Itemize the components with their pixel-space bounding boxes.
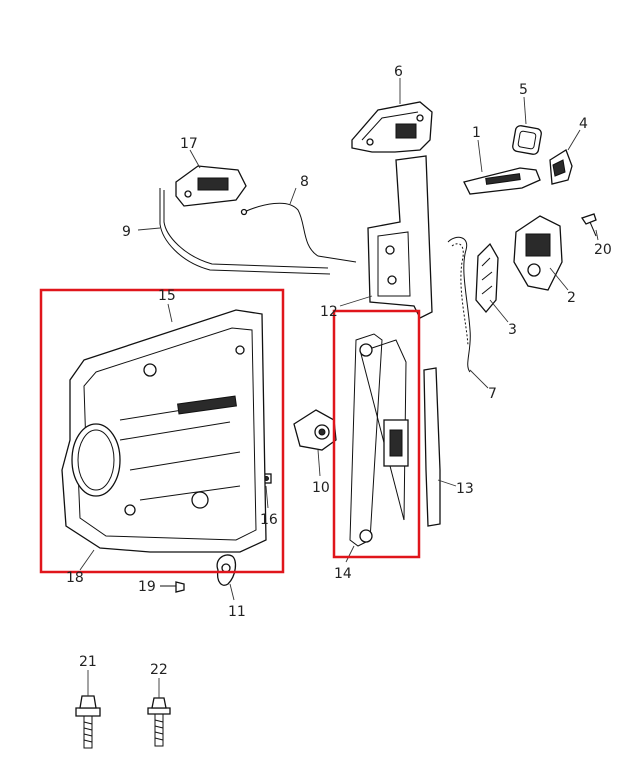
callout-11: 11	[228, 604, 246, 620]
callout-14: 14	[334, 566, 352, 582]
part-11-retainer-clip	[216, 554, 237, 586]
callout-13: 13	[456, 481, 474, 497]
callout-20: 20	[594, 242, 612, 258]
part-13-glass-run-channel	[423, 367, 441, 527]
callout-6: 6	[394, 64, 403, 80]
part-6-latch-housing	[351, 101, 433, 153]
callout-15: 15	[158, 288, 176, 304]
highlight-box-part-14	[332, 309, 421, 559]
callout-5: 5	[519, 82, 528, 98]
part-22-screw	[147, 697, 171, 747]
callout-21: 21	[79, 654, 97, 670]
callout-3: 3	[508, 322, 517, 338]
callout-16: 16	[260, 512, 278, 528]
callout-9: 9	[122, 224, 131, 240]
part-5-bezel	[512, 125, 542, 155]
callout-7: 7	[488, 386, 497, 402]
part-21-bolt	[75, 695, 101, 749]
callout-22: 22	[150, 662, 168, 678]
callout-4: 4	[579, 116, 588, 132]
part-18-door-module-panel	[61, 309, 267, 553]
callout-18: 18	[66, 570, 84, 586]
callout-1: 1	[472, 125, 481, 141]
part-10-window-motor	[293, 409, 337, 451]
part-19-push-pin	[160, 581, 185, 593]
part-7-lock-cable	[447, 236, 471, 373]
part-4-clip	[549, 149, 573, 185]
part-2-door-latch	[513, 215, 563, 291]
callout-17: 17	[180, 136, 198, 152]
highlight-box-part-18	[39, 288, 285, 574]
part-3-latch-shield	[475, 242, 499, 314]
part-14-window-regulator	[349, 333, 409, 547]
part-12-latch-bracket	[367, 155, 433, 319]
part-8-release-cable	[240, 202, 357, 263]
part-20-screw	[580, 213, 597, 237]
part-1-outside-handle	[463, 167, 541, 195]
callout-8: 8	[300, 174, 309, 190]
callout-12: 12	[320, 304, 338, 320]
part-17-inside-handle	[175, 165, 247, 207]
callout-19: 19	[138, 579, 156, 595]
callout-10: 10	[312, 480, 330, 496]
callout-2: 2	[567, 290, 576, 306]
part-9-link-rod	[159, 188, 331, 275]
